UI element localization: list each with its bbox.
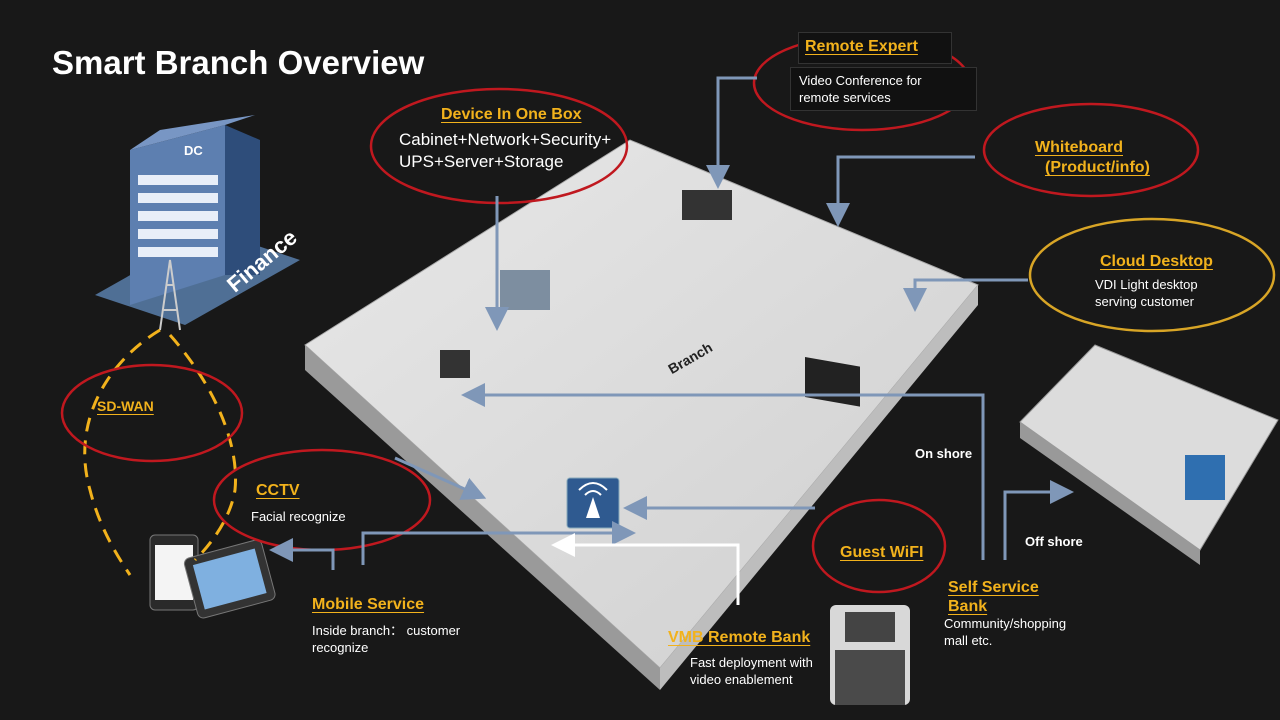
- branch-floorplan: [304, 139, 979, 705]
- vmb-remote-bank-desc: Fast deployment with video enablement: [690, 655, 813, 687]
- mobile-service-desc: Inside branch： customer recognize: [312, 623, 461, 655]
- off-shore-label: Off shore: [1025, 534, 1083, 549]
- connector-arrows: [269, 76, 1074, 570]
- whiteboard-label-2: (Product/info): [1045, 159, 1150, 176]
- cloud-desktop-desc: VDI Light desktop serving customer: [1095, 277, 1198, 309]
- mobile-devices-icon: [149, 534, 276, 619]
- self-service-room: [1019, 344, 1279, 565]
- vmb-remote-bank-label: VMB Remote Bank: [668, 629, 811, 646]
- cloud-desktop-label: Cloud Desktop: [1100, 253, 1213, 270]
- dc-building-icon: [95, 115, 300, 331]
- on-shore-label: On shore: [915, 446, 973, 461]
- remote-expert-label: Remote Expert: [805, 38, 918, 55]
- self-service-bank-desc: Community/shopping mall etc.: [944, 616, 1067, 648]
- self-service-bank-label: Self Service: [948, 579, 1039, 596]
- cctv-desc: Facial recognize: [251, 509, 346, 524]
- cctv-label: CCTV: [256, 482, 300, 499]
- mobile-service-label: Mobile Service: [312, 596, 425, 613]
- remote-expert-desc: Video Conference for remote services: [799, 73, 922, 105]
- page-title: Smart Branch Overview: [52, 44, 425, 81]
- callout-rings: [60, 34, 1276, 594]
- dc-label: DC: [184, 143, 203, 158]
- whiteboard-label: Whiteboard: [1035, 139, 1123, 156]
- guest-wifi-label: Guest WiFI: [840, 544, 924, 561]
- self-service-bank-label-2: Bank: [948, 598, 988, 615]
- device-in-one-box-label: Device In One Box: [441, 106, 582, 123]
- wifi-access-point-icon: [566, 477, 620, 529]
- sd-wan-label: SD-WAN: [97, 398, 154, 414]
- device-in-one-box-desc: Cabinet+Network+Security+UPS+Server+Stor…: [399, 130, 612, 171]
